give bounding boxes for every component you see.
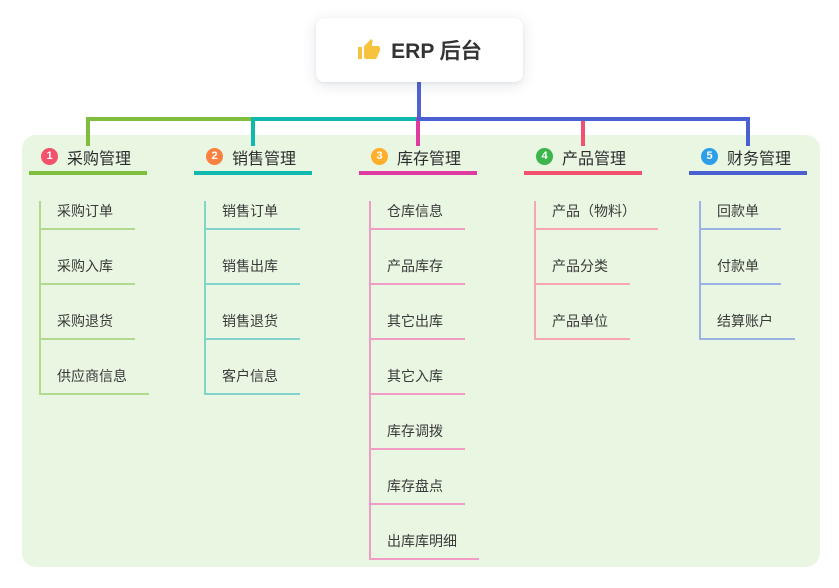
child-node: 销售退货 [206, 311, 312, 340]
root-node[interactable]: ERP 后台 [316, 18, 523, 82]
child-node-label[interactable]: 库存盘点 [371, 476, 465, 505]
child-node-label[interactable]: 供应商信息 [41, 366, 149, 395]
child-node-label[interactable]: 出库库明细 [371, 531, 479, 560]
child-node-label[interactable]: 回款单 [701, 201, 781, 230]
mindmap-panel [22, 135, 820, 567]
branch-title-label: 产品管理 [562, 150, 627, 168]
child-node: 产品分类 [536, 256, 642, 285]
child-node-label[interactable]: 其它入库 [371, 366, 465, 395]
child-node: 产品单位 [536, 311, 642, 340]
child-node: 销售出库 [206, 256, 312, 285]
branch-2: 2 销售管理销售订单销售出库销售退货客户信息 [194, 145, 312, 395]
connector-drop-3 [416, 117, 420, 146]
branch-number-badge: 5 [701, 148, 718, 165]
child-node-label[interactable]: 销售退货 [206, 311, 300, 340]
child-node: 采购订单 [41, 201, 147, 230]
child-node-label[interactable]: 采购订单 [41, 201, 135, 230]
child-node: 采购退货 [41, 311, 147, 340]
child-node-label[interactable]: 销售订单 [206, 201, 300, 230]
child-node: 其它出库 [371, 311, 477, 340]
child-node-label[interactable]: 采购退货 [41, 311, 135, 340]
branch-title-label: 财务管理 [727, 150, 792, 168]
connector-horizontal-5 [417, 117, 750, 121]
branch-number-badge: 4 [536, 148, 553, 165]
child-node: 结算账户 [701, 311, 807, 340]
child-node-label[interactable]: 产品分类 [536, 256, 630, 285]
child-node-label[interactable]: 客户信息 [206, 366, 300, 395]
root-label: ERP 后台 [391, 40, 482, 63]
connector-horizontal-2 [251, 117, 421, 121]
child-node: 产品（物料） [536, 201, 658, 230]
child-node: 其它入库 [371, 366, 477, 395]
trunk-line [417, 80, 421, 121]
child-node: 产品库存 [371, 256, 477, 285]
child-node: 库存调拨 [371, 421, 477, 450]
connector-drop-4 [581, 117, 585, 146]
child-node: 采购入库 [41, 256, 147, 285]
branch-children-4: 产品（物料） 产品分类产品单位 [534, 201, 658, 340]
branch-children-5: 回款单付款单结算账户 [699, 201, 807, 340]
child-node-label[interactable]: 仓库信息 [371, 201, 465, 230]
child-node-label[interactable]: 产品（物料） [536, 201, 658, 230]
branch-number-badge: 3 [371, 148, 388, 165]
child-node-label[interactable]: 结算账户 [701, 311, 795, 340]
child-node-label[interactable]: 其它出库 [371, 311, 465, 340]
branch-title-label: 销售管理 [232, 150, 297, 168]
branch-children-3: 仓库信息产品库存其它出库其它入库库存调拨库存盘点出库库明细 [369, 201, 479, 560]
connector-drop-5 [746, 117, 750, 146]
branch-title-3[interactable]: 3 库存管理 [359, 145, 477, 175]
branch-number-badge: 1 [41, 148, 58, 165]
branch-1: 1 采购管理采购订单采购入库采购退货供应商信息 [29, 145, 149, 395]
child-node: 销售订单 [206, 201, 312, 230]
branch-title-2[interactable]: 2 销售管理 [194, 145, 312, 175]
branch-title-1[interactable]: 1 采购管理 [29, 145, 147, 175]
branch-3: 3 库存管理仓库信息产品库存其它出库其它入库库存调拨库存盘点出库库明细 [359, 145, 479, 560]
branch-title-label: 采购管理 [67, 150, 132, 168]
thumbs-up-icon [357, 38, 381, 62]
branch-4: 4 产品管理产品（物料） 产品分类产品单位 [524, 145, 658, 340]
child-node: 库存盘点 [371, 476, 477, 505]
child-node-label[interactable]: 销售出库 [206, 256, 300, 285]
child-node: 出库库明细 [371, 531, 479, 560]
connector-drop-1 [86, 117, 90, 146]
connector-drop-2 [251, 117, 255, 146]
child-node: 供应商信息 [41, 366, 149, 395]
child-node-label[interactable]: 付款单 [701, 256, 781, 285]
child-node-label[interactable]: 采购入库 [41, 256, 135, 285]
child-node-label[interactable]: 产品库存 [371, 256, 465, 285]
branch-children-2: 销售订单销售出库销售退货客户信息 [204, 201, 312, 395]
branch-title-label: 库存管理 [397, 150, 462, 168]
child-node-label[interactable]: 产品单位 [536, 311, 630, 340]
branch-title-4[interactable]: 4 产品管理 [524, 145, 642, 175]
child-node: 客户信息 [206, 366, 312, 395]
child-node: 回款单 [701, 201, 807, 230]
child-node: 付款单 [701, 256, 807, 285]
branch-number-badge: 2 [206, 148, 223, 165]
branch-title-5[interactable]: 5 财务管理 [689, 145, 807, 175]
branch-5: 5 财务管理回款单付款单结算账户 [689, 145, 807, 340]
branch-children-1: 采购订单采购入库采购退货供应商信息 [39, 201, 149, 395]
child-node-label[interactable]: 库存调拨 [371, 421, 465, 450]
child-node: 仓库信息 [371, 201, 477, 230]
